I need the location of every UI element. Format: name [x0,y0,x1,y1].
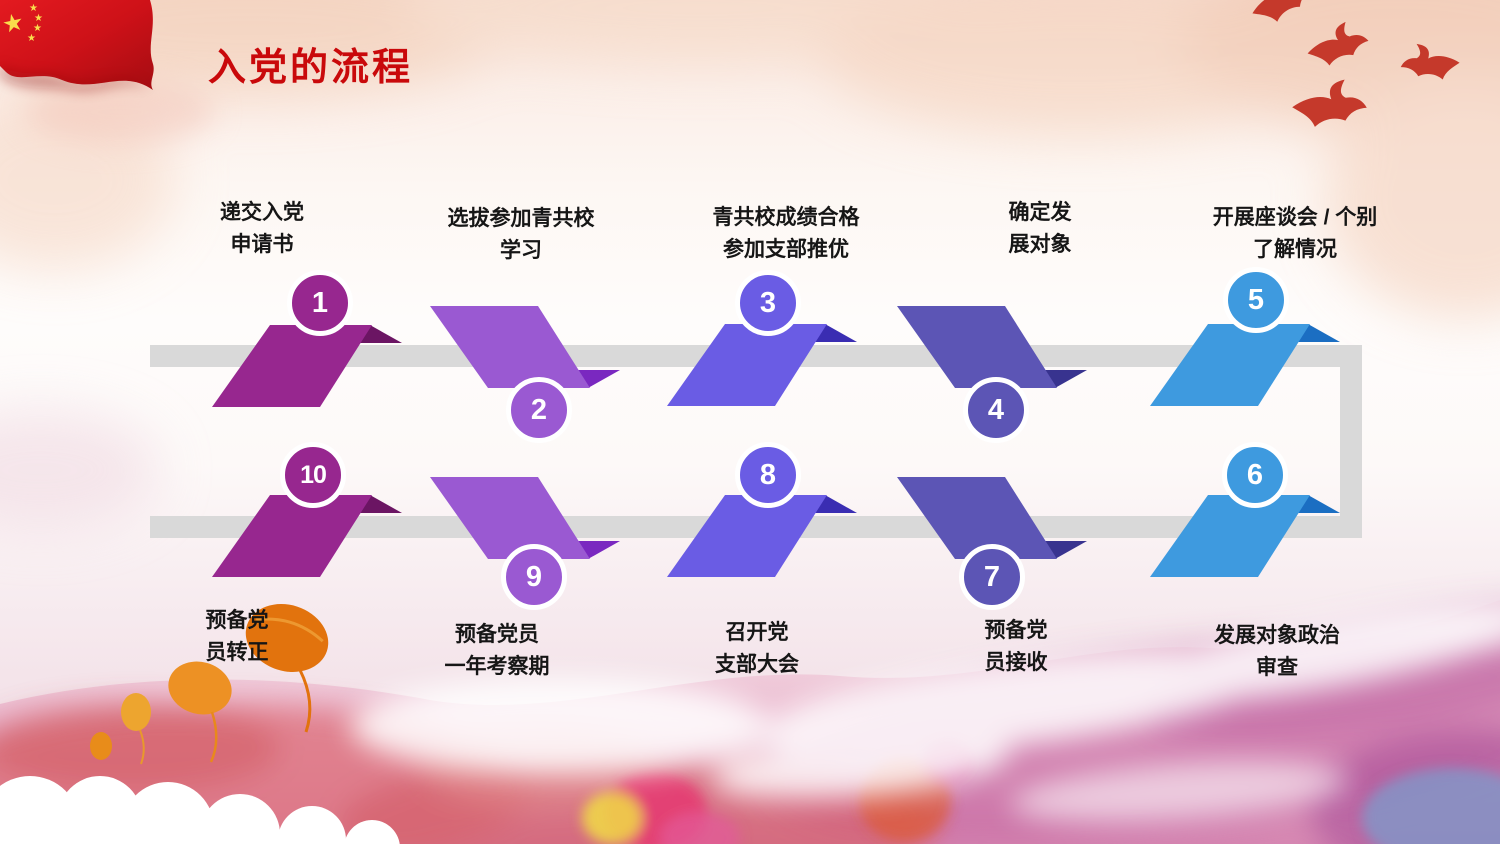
ribbon-step-7 [897,477,1087,559]
svg-text:★: ★ [33,23,42,34]
svg-text:★: ★ [29,3,38,14]
step-9-label: 预备党员一年考察期 [444,623,550,678]
ribbon-face [667,324,827,406]
step-2-label: 选拔参加青共校学习 [447,207,595,262]
step-10-badge: 10 [280,442,346,508]
ribbon-step-9 [430,477,620,559]
ribbon-face [1150,324,1310,406]
step-number: 6 [1246,458,1264,491]
step-9-badge: 9 [501,544,567,610]
step-number: 1 [311,286,329,319]
ribbon-face [667,495,827,577]
ribbon-step-6 [1150,495,1340,577]
step-4-label: 确定发展对象 [1008,201,1072,256]
step-8-label: 召开党支部大会 [715,621,799,676]
ribbon-face [897,477,1057,559]
svg-text:★: ★ [27,33,36,44]
flow-track-right-turn [1340,345,1362,538]
orange-lanterns-icon [90,604,329,765]
ribbon-fold [815,324,857,342]
white-mist [350,602,1500,823]
step-7-label: 预备党员接收 [984,619,1048,674]
step-7-badge: 7 [959,544,1025,610]
ribbon-face [212,495,372,577]
ribbon-face [212,325,372,407]
ribbon-step-5 [1150,324,1340,406]
ribbon-fold [578,541,620,559]
ribbon-step-4 [897,306,1087,388]
step-4-badge: 4 [963,377,1029,443]
ribbon-step-1 [212,325,402,407]
svg-text:★: ★ [34,13,43,24]
step-2-badge: 2 [506,377,572,443]
step-number: 8 [759,458,777,491]
ribbon-fold [360,325,402,343]
watercolor-hills [0,599,1500,844]
white-clouds-icon [0,776,400,844]
ribbon-fold [578,370,620,388]
ribbon-face [897,306,1057,388]
step-6-label: 发展对象政治审查 [1214,624,1340,679]
ribbon-step-3 [667,324,857,406]
step-number: 2 [530,393,548,426]
ribbon-step-2 [430,306,620,388]
step-number: 3 [759,286,777,319]
ribbon-fold [1298,495,1340,513]
ribbon-fold [1298,324,1340,342]
step-1-badge: 1 [287,270,353,336]
step-5-label: 开展座谈会 / 个别了解情况 [1212,206,1378,261]
ribbon-fold [360,495,402,513]
step-5-badge: 5 [1223,267,1289,333]
step-10-label: 预备党员转正 [205,609,269,664]
step-1-label: 递交入党申请书 [220,201,304,256]
step-number: 4 [987,393,1005,426]
ribbon-fold [815,495,857,513]
ribbon-fold [1045,370,1087,388]
step-number: 10 [300,460,327,489]
ribbon-face [430,477,590,559]
ribbon-step-10 [212,495,402,577]
page-title: 入党的流程 [208,47,414,89]
step-number: 5 [1247,283,1265,316]
china-flag-icon: ★ ★ ★ ★ ★ [0,0,215,144]
ribbon-face [1150,495,1310,577]
step-8-badge: 8 [735,442,801,508]
ribbon-face [430,306,590,388]
step-3-label: 青共校成绩合格参加支部推优 [712,206,860,261]
step-number: 9 [525,560,543,593]
ribbon-step-8 [667,495,857,577]
step-6-badge: 6 [1222,442,1288,508]
ribbon-fold [1045,541,1087,559]
step-3-badge: 3 [735,270,801,336]
step-number: 7 [983,560,1001,593]
